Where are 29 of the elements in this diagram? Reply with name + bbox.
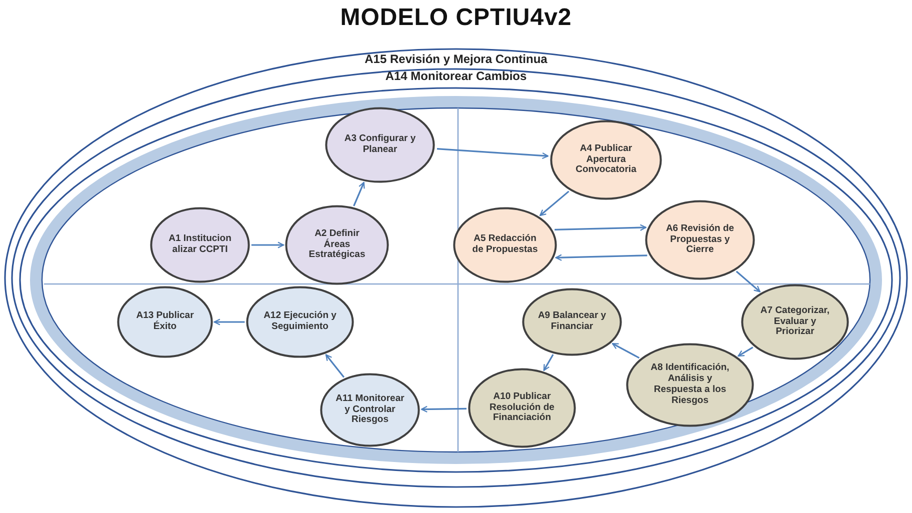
arrow	[325, 354, 345, 378]
process-label: A6 Revisión de Propuestas y Cierre	[664, 224, 736, 256]
arrow	[420, 406, 467, 413]
arrow	[738, 346, 754, 357]
process-label: A3 Configurar y Planear	[343, 134, 417, 156]
process-label: A5 Redacción de Propuestas	[471, 234, 539, 256]
arrow	[214, 318, 245, 326]
arrow	[736, 270, 760, 292]
arrow	[436, 148, 549, 160]
arrow	[540, 190, 570, 216]
arrow	[554, 224, 646, 231]
arrow	[353, 182, 365, 206]
diagram-title: MODELO CPTIU4v2	[340, 4, 572, 31]
process-label: A13 Publicar Éxito	[135, 311, 195, 333]
process-label: A10 Publicar Resolución de Financiación	[488, 392, 556, 424]
arrow	[555, 254, 648, 261]
process-label: A9 Balancear y Financiar	[537, 311, 607, 333]
process-label: A4 Publicar Apertura Convocatoria	[574, 144, 638, 176]
process-label: A12 Ejecución y Seguimiento	[262, 311, 338, 333]
arrow	[543, 354, 554, 371]
ring-label: A14 Monitorear Cambios	[385, 69, 527, 83]
process-label: A8 Identificación, Análisis y Respuesta a los Riesgos	[650, 363, 730, 407]
process-label: A1 Institucion alizar CCPTI	[168, 234, 232, 256]
arrow	[251, 242, 284, 248]
process-label: A7 Categorizar, Evaluar y Priorizar	[759, 306, 831, 338]
ring-label: A15 Revisión y Mejora Continua	[364, 52, 548, 66]
arrow	[612, 342, 640, 359]
process-label: A11 Monitorear y Controlar Riesgos	[335, 394, 405, 426]
process-label: A2 Definir Áreas Estratégicas	[308, 228, 366, 262]
